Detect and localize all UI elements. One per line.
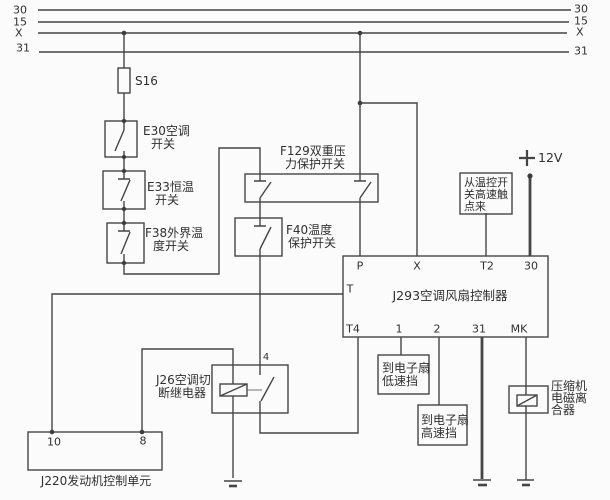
switch-e30-label-2: 开关 [151, 137, 176, 151]
fan-low-box [377, 354, 430, 395]
switch-e33-label-1: E33恒温 [147, 180, 194, 194]
pin-label-t4: T4 [346, 322, 360, 336]
fan-high-label-2: 高速挡 [421, 426, 458, 440]
switch-f38-symbol [106, 222, 145, 264]
fan-high-box [417, 404, 468, 446]
controller-j293-title: J293空调风扇控制器 [392, 287, 508, 303]
clutch-symbol [508, 385, 549, 414]
clutch-label-2: 电磁离 [551, 391, 588, 405]
pin-label-30: 30 [524, 259, 538, 273]
junction-dots [49, 30, 533, 435]
thermo-note-line-2: 关高速触 [464, 188, 508, 201]
bus-label-30-left: 30 [13, 3, 27, 17]
bus-lines [38, 9, 571, 53]
switch-f129-label-1: F129双重压 [280, 144, 346, 158]
relay-t4-wire [259, 337, 359, 434]
pin-label-t: T [346, 282, 354, 296]
bus-label-31-right: 31 [574, 44, 588, 58]
fuse-s16-symbol [117, 67, 131, 94]
bus-label-x-right: X [576, 25, 584, 39]
left-chain-wires [123, 33, 261, 275]
fan-low-label-1: 到电子扇 [382, 361, 431, 375]
relay-j26-label-1: J26空调切 [156, 373, 211, 387]
ecu-pin-8-label: 8 [139, 434, 147, 448]
switch-f129-label-2: 力保护开关 [285, 157, 346, 171]
pin-label-mk: MK [510, 322, 528, 336]
thermo-note-line-1: 从温控开 [464, 176, 508, 189]
relay-j26-symbol [211, 364, 289, 414]
pin-label-31: 31 [472, 322, 486, 336]
switch-f40-label-1: F40温度 [286, 223, 333, 237]
bus-label-15-left: 15 [13, 15, 27, 29]
switch-f129-symbol [244, 173, 379, 203]
clutch-label-3: 合器 [551, 403, 576, 417]
switch-e30-label-1: E30空调 [143, 124, 190, 138]
bus-label-30-right: 30 [574, 2, 588, 16]
switch-f38-label-2: 度开关 [153, 239, 190, 253]
ground-relay-icon [224, 480, 242, 488]
bus-label-15-right: 15 [574, 14, 588, 28]
ground-clutch-icon [517, 479, 534, 487]
t-pin-wire [51, 293, 343, 432]
clutch-label-1: 压缩机 [551, 379, 588, 393]
switch-f38-label-1: F38外界温 [145, 226, 204, 240]
relay-j26-label-2: 断继电器 [158, 386, 207, 400]
ecu-pin-10-label: 10 [47, 435, 61, 449]
pin-label-1: 1 [395, 322, 403, 336]
pin-label-p: P [356, 259, 364, 273]
plus-12v-icon [519, 150, 535, 166]
thermo-note-line-3: 点来 [464, 200, 486, 213]
fuse-s16-label: S16 [135, 74, 158, 88]
pin-label-t2: T2 [480, 259, 494, 273]
ecu-j220-title: J220发动机控制单元 [40, 474, 152, 488]
switch-e33-label-2: 开关 [155, 193, 180, 207]
bus-label-x-left: X [15, 26, 23, 40]
pin-label-x: X [413, 259, 421, 273]
relay-coil-feed-wire [141, 348, 234, 433]
bus-label-31-left: 31 [16, 41, 30, 55]
ground-pin31-icon [473, 479, 491, 487]
fan-low-label-2: 低速挡 [382, 374, 419, 388]
pin-label-2: 2 [433, 322, 441, 336]
fan-high-label-1: 到电子扇 [421, 413, 470, 427]
relay-pin-4-label: 4 [262, 352, 270, 363]
ecu-j220-box [27, 431, 163, 471]
controller-j293-box [342, 255, 549, 338]
switch-f40-symbol [234, 217, 283, 257]
supply-12v-label: 12V [538, 150, 563, 165]
switch-e30-symbol [104, 120, 138, 158]
thermo-note-box [459, 172, 513, 215]
switch-e33-symbol [102, 170, 146, 210]
x-pin-branch-wire [360, 102, 418, 256]
switch-f40-label-2: 保护开关 [288, 236, 337, 250]
